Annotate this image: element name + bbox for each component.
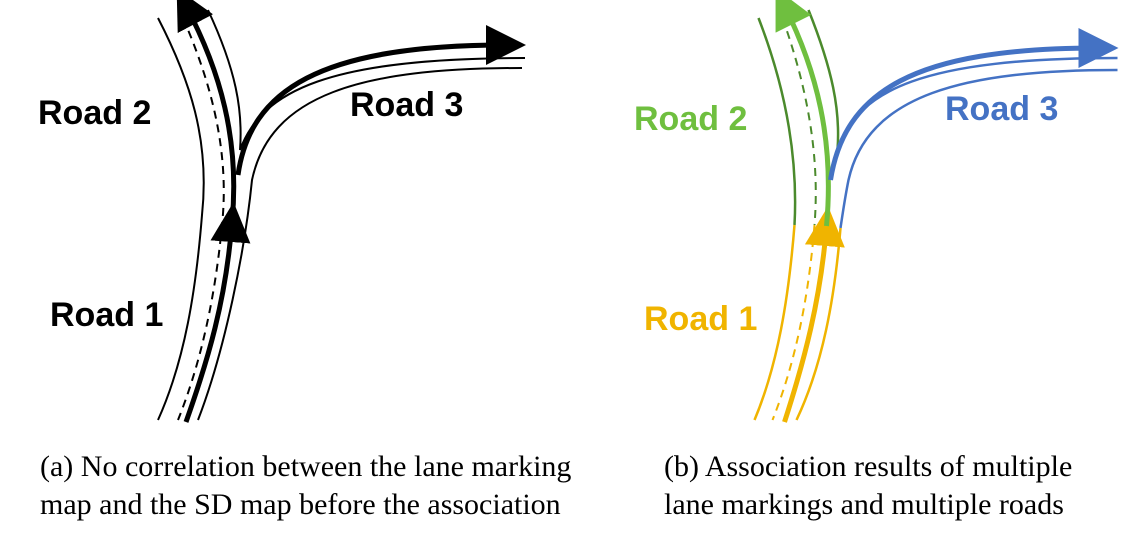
road-2-dashed — [781, 17, 817, 226]
road-2-trajectory — [176, 0, 237, 223]
road-2-edge-left — [757, 17, 797, 226]
road-3-trajectory — [828, 28, 1119, 181]
panel-a-road-diagram — [157, 0, 526, 423]
panel-b-caption-line-1: (b) Association results of multiple — [664, 450, 1073, 483]
panel-a: Road 2 Road 3 Road 1 (a) No correlation … — [38, 0, 571, 524]
road-2-trajectory — [775, 0, 831, 227]
road-3-label: Road 3 — [350, 86, 464, 124]
panel-b-caption: (b) Association results of multiple lane… — [664, 448, 1072, 524]
panel-b-caption-line-2: lane markings and multiple roads — [664, 488, 1064, 521]
panel-a-caption-line-2: map and the SD map before the associatio… — [40, 488, 561, 521]
road-1-label: Road 1 — [50, 296, 164, 334]
road-1-edge-left — [753, 224, 796, 421]
road-1-trajectory — [782, 206, 845, 423]
road-2-edge-right — [807, 9, 840, 151]
road-1-label: Road 1 — [644, 300, 758, 338]
panel-b-road-diagram — [753, 0, 1119, 423]
road-2-label: Road 2 — [634, 100, 748, 138]
panel-a-caption-line-1: (a) No correlation between the lane mark… — [40, 450, 572, 483]
road-edge-left — [157, 17, 205, 421]
road-3-trajectory — [235, 25, 526, 176]
panel-a-caption: (a) No correlation between the lane mark… — [40, 448, 571, 524]
road-1-edge-right — [795, 227, 842, 421]
road-1-trajectory — [183, 202, 251, 423]
road-2-label: Road 2 — [38, 94, 152, 132]
road-3-edge-bottom — [839, 68, 1118, 229]
road-edge-right-lower — [197, 67, 523, 421]
road-3-label: Road 3 — [945, 90, 1059, 128]
road-edge-inner-left — [207, 9, 526, 151]
panel-b: Road 2 Road 3 Road 1 (b) Association res… — [572, 0, 1143, 533]
